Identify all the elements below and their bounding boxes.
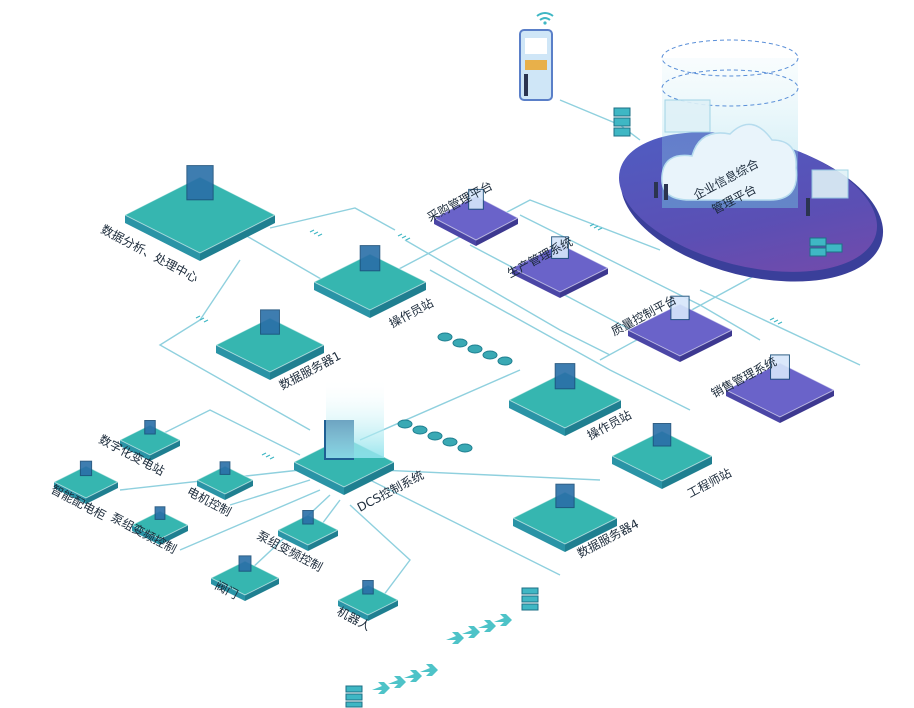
equipment-icon [652, 423, 672, 447]
platform-quality [626, 295, 734, 362]
server-stack-icon [613, 107, 843, 257]
person-icon [664, 184, 668, 200]
platform-sales [724, 354, 836, 423]
dcs-light-beam [326, 378, 384, 458]
equipment-icon [154, 506, 166, 520]
equipment-icon [302, 510, 314, 525]
platform-pump-vfd-2 [276, 510, 340, 551]
data-flow-arrows [372, 614, 512, 694]
platform-purchasing [432, 188, 520, 246]
platform-robot [336, 580, 400, 621]
platform-operator-1 [312, 245, 428, 318]
equipment-icon [468, 188, 484, 210]
platform-motor [195, 461, 255, 500]
server-stack-icon [345, 587, 539, 708]
equipment-icon [362, 580, 374, 595]
platform-production [510, 236, 610, 298]
platform-engineer [610, 423, 714, 489]
platform-server-1 [214, 309, 326, 380]
platform-operator-2 [507, 363, 623, 436]
equipment-icon [770, 354, 790, 380]
platform-pump-vfd-1 [130, 506, 190, 545]
data-packet-dots [397, 332, 513, 453]
platform-digital-substation [118, 420, 182, 461]
info-panel [811, 169, 849, 199]
mobile-phone-icon [519, 12, 554, 101]
info-panel [664, 99, 711, 133]
wifi-icon [536, 12, 554, 21]
enterprise-platform: 企业信息综合 管理平台 [613, 39, 884, 282]
platform-valve [209, 555, 281, 601]
equipment-icon [670, 295, 690, 321]
equipment-icon [359, 245, 381, 272]
person-icon [654, 182, 658, 198]
equipment-icon [186, 165, 214, 201]
flow-markers [195, 223, 783, 460]
platform-server-4 [511, 483, 619, 552]
equipment-icon [219, 461, 231, 475]
platform-data-center [123, 165, 277, 261]
person-icon [806, 198, 810, 216]
equipment-icon [144, 420, 156, 435]
equipment-icon [238, 555, 252, 572]
equipment-icon [260, 309, 280, 335]
equipment-icon [555, 483, 575, 509]
equipment-icon [551, 236, 569, 259]
cloud-icon [661, 123, 798, 201]
equipment-icon [554, 363, 576, 390]
equipment-icon [79, 460, 93, 477]
platform-smart-cabinet [52, 460, 120, 504]
